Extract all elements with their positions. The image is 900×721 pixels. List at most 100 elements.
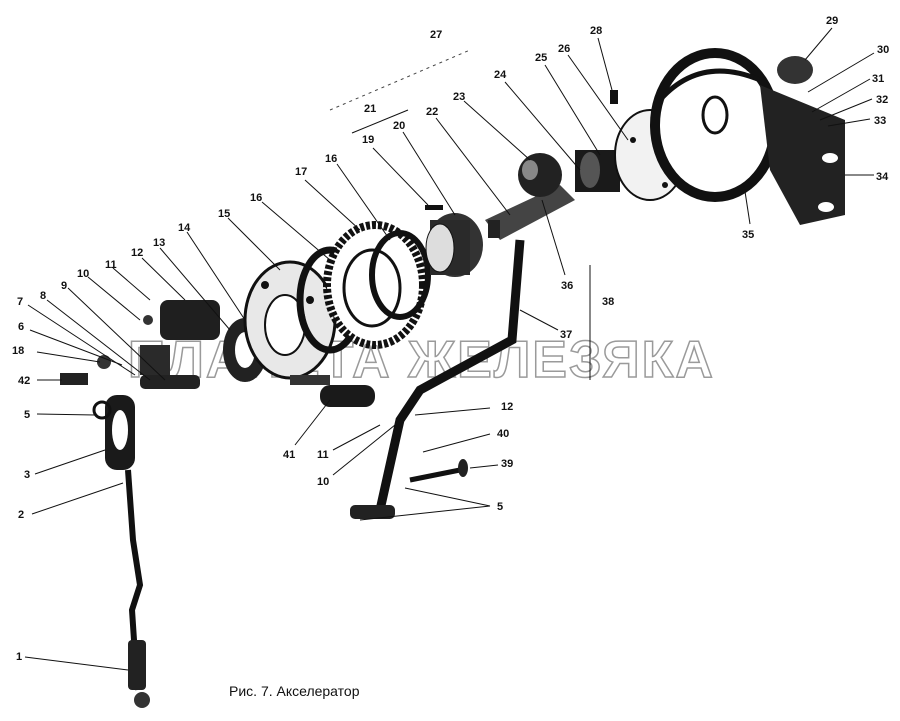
svg-text:6: 6	[18, 321, 24, 333]
svg-text:23: 23	[453, 91, 465, 103]
svg-text:38: 38	[602, 296, 614, 308]
callout-41: 41	[283, 399, 331, 461]
svg-text:14: 14	[178, 222, 191, 234]
lever-part-3	[92, 395, 135, 470]
callout-42: 42	[18, 375, 62, 387]
svg-text:17: 17	[295, 166, 307, 178]
callout-31: 31	[811, 73, 884, 113]
svg-text:2: 2	[18, 509, 24, 521]
callout-10-right: 10	[317, 424, 396, 488]
callout-11-right: 11	[317, 424, 381, 461]
callout-30: 30	[807, 44, 889, 93]
svg-text:35: 35	[742, 229, 754, 241]
svg-text:22: 22	[426, 106, 438, 118]
callout-15: 15	[218, 208, 281, 271]
callout-33: 33	[827, 115, 886, 127]
svg-text:12: 12	[501, 401, 513, 413]
callout-17: 17	[295, 166, 361, 231]
svg-text:41: 41	[283, 449, 295, 461]
svg-text:9: 9	[61, 280, 67, 292]
callout-16-a: 16	[250, 192, 331, 261]
lever-37	[350, 239, 525, 519]
svg-text:19: 19	[362, 134, 374, 146]
callout-29: 29	[804, 15, 838, 61]
svg-text:29: 29	[826, 15, 838, 27]
svg-text:30: 30	[877, 44, 889, 56]
svg-text:10: 10	[317, 476, 329, 488]
callout-23: 23	[453, 91, 531, 161]
callout-26: 26	[558, 43, 629, 141]
svg-text:31: 31	[872, 73, 884, 85]
svg-text:15: 15	[218, 208, 230, 220]
svg-text:11: 11	[105, 259, 117, 271]
svg-text:16: 16	[325, 153, 337, 165]
link-41	[290, 375, 375, 407]
svg-text:32: 32	[876, 94, 888, 106]
callout-5-right: 5	[359, 487, 503, 521]
callout-8: 8	[40, 290, 151, 381]
svg-text:37: 37	[560, 329, 572, 341]
callout-18: 18	[12, 345, 101, 363]
axis-line	[329, 49, 471, 111]
callout-14: 14	[178, 222, 246, 321]
svg-text:12: 12	[131, 247, 143, 259]
ring-16b	[369, 230, 431, 320]
callout-35: 35	[742, 184, 754, 241]
callout-7: 7	[17, 296, 136, 376]
housing-35	[650, 48, 780, 202]
callout-39: 39	[469, 458, 513, 470]
bolt-39	[409, 459, 468, 483]
callout-2: 2	[18, 482, 124, 521]
knob-23	[518, 153, 562, 197]
pedal-rod	[125, 469, 150, 708]
callout-24: 24	[494, 69, 581, 171]
callout-3: 3	[24, 449, 106, 481]
svg-text:36: 36	[561, 280, 573, 292]
callout-21: 21	[351, 103, 409, 134]
svg-text:40: 40	[497, 428, 509, 440]
pin-19	[425, 205, 443, 210]
callout-38: 38	[589, 265, 614, 380]
svg-text:1: 1	[16, 651, 22, 663]
callout-12: 12	[131, 247, 186, 301]
svg-text:42: 42	[18, 375, 30, 387]
fasteners-29-33	[777, 56, 830, 128]
callout-25: 25	[535, 52, 601, 156]
svg-text:5: 5	[24, 409, 30, 421]
figure-caption: Рис. 7. Акселератор	[229, 683, 360, 699]
callout-20: 20	[393, 120, 456, 216]
svg-text:16: 16	[250, 192, 262, 204]
callout-6: 6	[18, 321, 123, 366]
bracket-34	[760, 85, 845, 225]
callout-11: 11	[105, 259, 151, 301]
callout-28: 28	[590, 25, 613, 91]
callout-34: 34	[845, 171, 889, 183]
callout-36: 36	[541, 199, 573, 292]
small-fasteners-left	[60, 300, 220, 389]
svg-text:27: 27	[430, 29, 442, 41]
svg-text:13: 13	[153, 237, 165, 249]
svg-text:26: 26	[558, 43, 570, 55]
callout-32: 32	[819, 94, 888, 121]
svg-text:34: 34	[876, 171, 889, 183]
callout-22: 22	[426, 106, 511, 216]
callout-13: 13	[153, 237, 231, 331]
svg-text:28: 28	[590, 25, 602, 37]
svg-text:11: 11	[317, 449, 329, 461]
watermark: ПЛАНЕТА ЖЕЛЕЗЯКА	[128, 331, 715, 389]
svg-text:39: 39	[501, 458, 513, 470]
flange-15	[243, 260, 337, 380]
callout-16-b: 16	[325, 153, 391, 241]
callout-40: 40	[422, 428, 509, 453]
svg-text:21: 21	[364, 103, 376, 115]
callout-12-right: 12	[414, 401, 513, 416]
callout-9: 9	[61, 280, 166, 381]
callout-19: 19	[362, 134, 429, 206]
svg-text:5: 5	[497, 501, 503, 513]
callout-5-left: 5	[24, 409, 96, 421]
svg-text:7: 7	[17, 296, 23, 308]
svg-text:25: 25	[535, 52, 547, 64]
callout-27: 27	[430, 29, 442, 41]
svg-text:10: 10	[77, 268, 89, 280]
